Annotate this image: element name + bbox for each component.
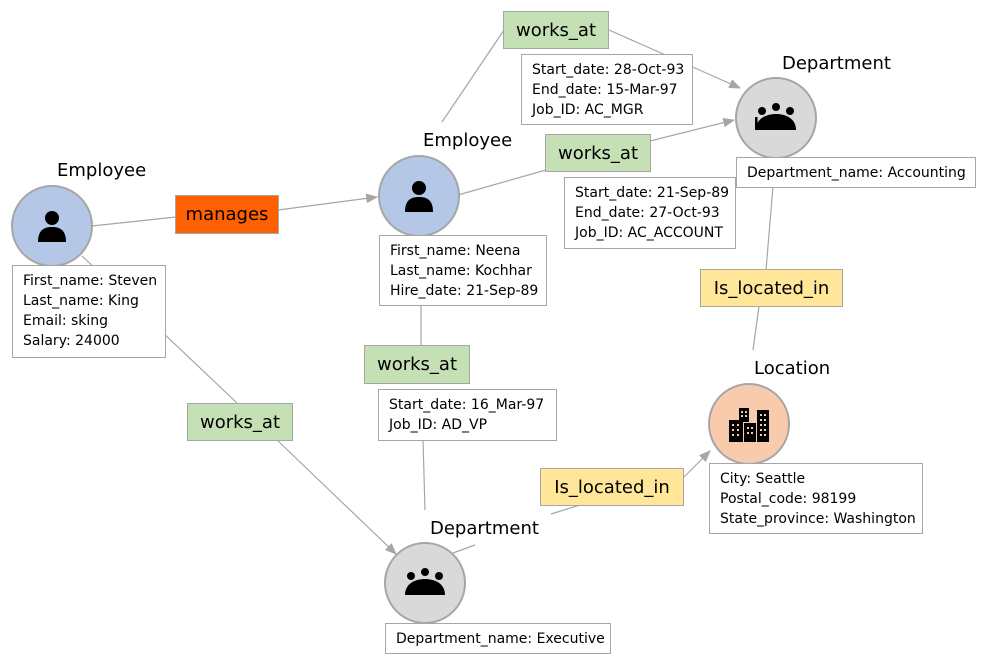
relationship-works-at-mid[interactable]: works_at — [545, 134, 651, 172]
properties-department-executive: Department_name: Executive — [385, 623, 611, 654]
property: Job_ID: AC_MGR — [532, 102, 644, 118]
property: Last_name: Kochhar — [390, 263, 532, 279]
location-node-seattle[interactable] — [708, 383, 790, 465]
relationship-is-located-in-bottom[interactable]: Is_located_in — [540, 468, 684, 506]
property: Department_name: Accounting — [747, 165, 966, 181]
person-icon — [405, 181, 433, 212]
edge-located-right-in — [765, 185, 774, 271]
edge-works-at-mid-in — [457, 169, 547, 196]
edge-works-at-center-out — [422, 439, 426, 511]
property: Email: sking — [23, 313, 109, 329]
node-title-department-executive: Department — [430, 518, 539, 539]
group-icon — [405, 568, 445, 595]
properties-employee-steven: First_name: Steven Last_name: King Email… — [12, 265, 166, 358]
properties-works-at-center: Start_date: 16_Mar-97 Job_ID: AD_VP — [378, 389, 557, 441]
property: Salary: 24000 — [23, 333, 120, 349]
properties-works-at-mid: Start_date: 21-Sep-89 End_date: 27-Oct-9… — [564, 177, 736, 249]
employee-node-neena[interactable] — [378, 155, 460, 237]
group-icon — [755, 103, 796, 130]
relationship-manages[interactable]: manages — [175, 195, 279, 234]
edge-located-bottom-out — [683, 450, 711, 478]
node-title-department-accounting: Department — [782, 53, 891, 74]
node-title-employee-steven: Employee — [57, 160, 147, 181]
properties-location: City: Seattle Postal_code: 98199 State_p… — [709, 463, 923, 534]
person-icon — [38, 211, 66, 242]
property: Start_date: 16_Mar-97 — [389, 397, 545, 413]
property: Last_name: King — [23, 293, 139, 309]
property: First_name: Neena — [390, 243, 521, 259]
properties-employee-neena: First_name: Neena Last_name: Kochhar Hir… — [379, 235, 547, 306]
relationship-works-at-top[interactable]: works_at — [503, 11, 609, 49]
property: Department_name: Executive — [396, 631, 605, 647]
department-node-accounting[interactable] — [735, 77, 817, 159]
property: Job_ID: AC_ACCOUNT — [575, 225, 723, 241]
edge-works-at-left-out — [276, 439, 397, 555]
property: State_province: Washington — [720, 511, 916, 527]
relationship-is-located-in-right[interactable]: Is_located_in — [700, 269, 843, 307]
edge-located-right-out — [752, 305, 760, 351]
property: Job_ID: AD_VP — [389, 417, 488, 433]
property: Start_date: 28-Oct-93 — [532, 62, 685, 78]
property: Hire_date: 21-Sep-89 — [390, 283, 539, 299]
city-buildings-icon — [729, 408, 769, 442]
property: Start_date: 21-Sep-89 — [575, 185, 730, 201]
property: City: Seattle — [720, 471, 806, 487]
edge-manages-out — [277, 193, 379, 211]
edge-works-at-mid-out — [649, 117, 736, 142]
employee-node-steven[interactable] — [11, 185, 93, 267]
properties-department-accounting: Department_name: Accounting — [736, 157, 976, 188]
edge-works-at-top-in — [441, 29, 505, 123]
edge-manages-in — [91, 216, 177, 227]
property: End_date: 15-Mar-97 — [532, 82, 678, 98]
edge-located-bottom-in2 — [550, 504, 581, 515]
relationship-works-at-left[interactable]: works_at — [187, 403, 293, 441]
node-title-location: Location — [754, 358, 831, 379]
property: First_name: Steven — [23, 273, 158, 289]
edge-located-bottom-in — [452, 544, 476, 554]
department-node-executive[interactable] — [384, 542, 466, 624]
node-title-employee-neena: Employee — [423, 130, 513, 151]
relationship-works-at-center[interactable]: works_at — [364, 345, 470, 384]
property: Postal_code: 98199 — [720, 491, 857, 507]
property: End_date: 27-Oct-93 — [575, 205, 720, 221]
properties-works-at-top: Start_date: 28-Oct-93 End_date: 15-Mar-9… — [521, 54, 693, 125]
